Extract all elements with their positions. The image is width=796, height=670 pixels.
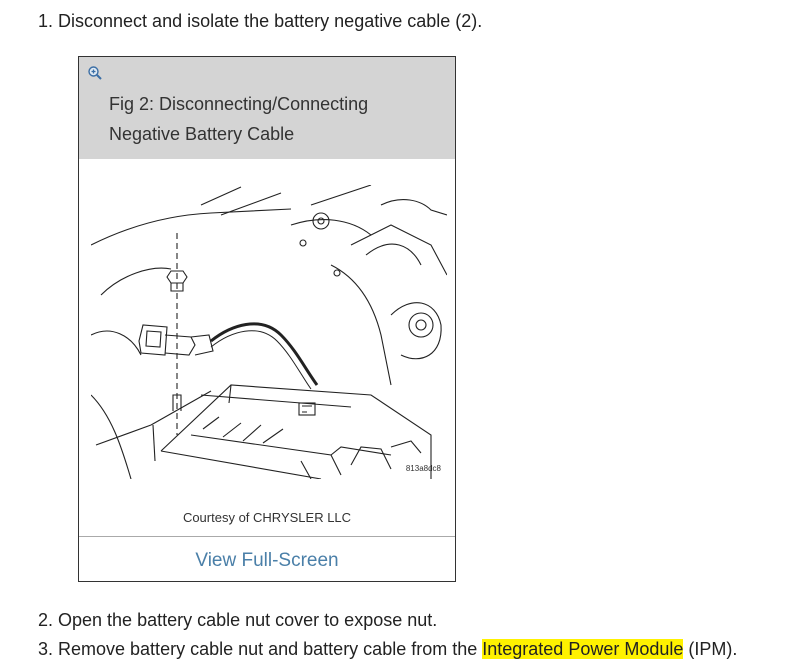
step-1: 1. Disconnect and isolate the battery ne… xyxy=(38,11,483,31)
figure-courtesy: Courtesy of CHRYSLER LLC xyxy=(182,510,352,525)
figure-code: 813a8dc8 xyxy=(405,464,441,473)
step-3-text: 3. Remove battery cable nut and battery … xyxy=(38,639,483,659)
figure-title: Fig 2: Disconnecting/Connecting Negative… xyxy=(109,94,369,144)
view-full-screen-link[interactable]: View Full-Screen xyxy=(195,550,339,571)
figure-panel: Fig 2: Disconnecting/Connecting Negative… xyxy=(78,56,456,582)
highlighted-term: Integrated Power Module xyxy=(482,639,684,659)
step-3-suffix: (IPM). xyxy=(683,639,738,659)
step-2: 2. Open the battery cable nut cover to e… xyxy=(38,610,438,630)
figure-header: Fig 2: Disconnecting/Connecting Negative… xyxy=(79,57,455,159)
step-3: 3. Remove battery cable nut and battery … xyxy=(38,638,737,660)
battery-cable-diagram xyxy=(91,185,447,479)
zoom-in-icon[interactable] xyxy=(87,65,103,81)
divider xyxy=(79,536,455,537)
